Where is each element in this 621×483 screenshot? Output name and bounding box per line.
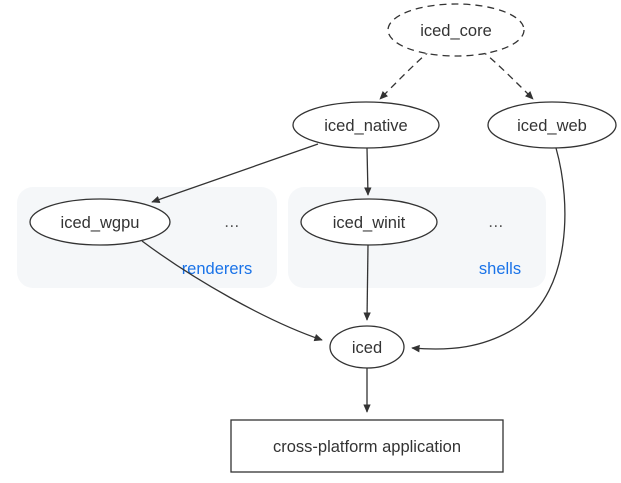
node-iced-wgpu-ellipse[interactable] <box>29 198 171 246</box>
node-iced-core[interactable]: iced_core <box>387 3 525 57</box>
edge-iced-wgpu-to-iced <box>141 240 323 342</box>
node-iced-wgpu-label: iced_wgpu <box>61 214 140 232</box>
edge-iced-core-to-iced-web <box>480 49 534 100</box>
node-application-label: cross-platform application <box>273 438 461 456</box>
node-iced-core-label: iced_core <box>420 22 492 40</box>
edge-iced-native-to-iced-winit <box>364 147 372 196</box>
renderers-ellipsis-label: ... <box>224 213 239 231</box>
node-iced-web-label: iced_web <box>517 117 587 135</box>
edge-iced-winit-to-iced <box>363 244 371 321</box>
node-iced-winit-ellipse[interactable] <box>300 198 438 246</box>
node-iced-native[interactable]: iced_native <box>292 101 440 149</box>
edge-iced-web-to-iced <box>411 147 566 353</box>
edge-iced-native-to-iced-wgpu <box>151 143 319 204</box>
node-cross-platform-application[interactable]: cross-platform application <box>230 419 504 473</box>
cluster-renderers-label: renderers <box>182 260 253 278</box>
node-iced[interactable]: iced <box>329 325 405 369</box>
node-iced-native-ellipse[interactable] <box>292 101 440 149</box>
node-iced-native-label: iced_native <box>324 117 407 135</box>
node-iced-core-ellipse[interactable] <box>387 3 525 57</box>
node-iced-web[interactable]: iced_web <box>487 101 617 149</box>
node-iced-web-ellipse[interactable] <box>487 101 617 149</box>
edge-iced-core-to-iced-native <box>379 49 432 100</box>
node-application-rectangle[interactable] <box>230 419 504 473</box>
node-iced-winit[interactable]: iced_winit <box>300 198 438 246</box>
node-iced-label: iced <box>352 339 382 357</box>
node-iced-winit-label: iced_winit <box>333 214 406 232</box>
node-iced-ellipse[interactable] <box>329 325 405 369</box>
cluster-shells-label: shells <box>479 260 521 278</box>
shells-ellipsis-label: ... <box>488 213 503 231</box>
node-iced-wgpu[interactable]: iced_wgpu <box>29 198 171 246</box>
